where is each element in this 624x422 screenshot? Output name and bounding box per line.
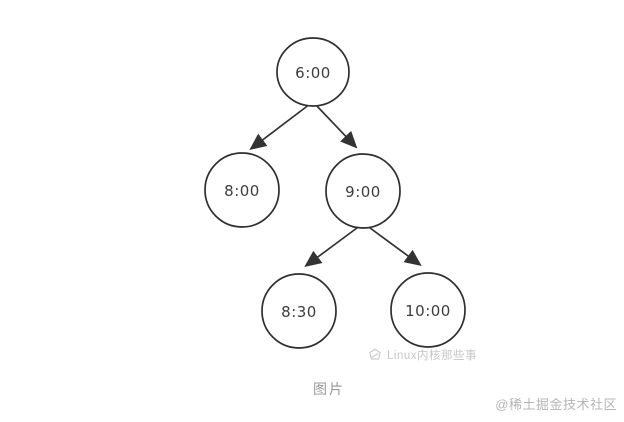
tree-node-right-right xyxy=(390,272,466,348)
tree-node-right xyxy=(325,153,401,229)
tree-node-root-label: 6:00 xyxy=(295,64,331,82)
edge-right-to-rightleft xyxy=(304,224,362,268)
tree-node-left-label: 8:00 xyxy=(224,182,260,200)
watermark: Linux内核那些事 xyxy=(368,347,477,363)
tree-node-left xyxy=(204,152,280,228)
linux-logo-icon xyxy=(369,348,381,360)
watermark-text: Linux内核那些事 xyxy=(387,350,477,362)
tree-node-right-left-label: 8:30 xyxy=(281,303,317,321)
image-caption: 图片 xyxy=(313,381,345,397)
tree-node-right-left xyxy=(261,273,337,349)
tree-node-root xyxy=(276,37,350,107)
edge-root-to-left xyxy=(249,103,311,151)
edge-right-to-rightright xyxy=(365,224,422,267)
tree-node-right-right-label: 10:00 xyxy=(405,302,451,320)
community-credit: @稀土掘金技术社区 xyxy=(495,397,617,412)
tree-node-right-label: 9:00 xyxy=(345,183,381,201)
edge-root-to-right xyxy=(314,103,358,149)
